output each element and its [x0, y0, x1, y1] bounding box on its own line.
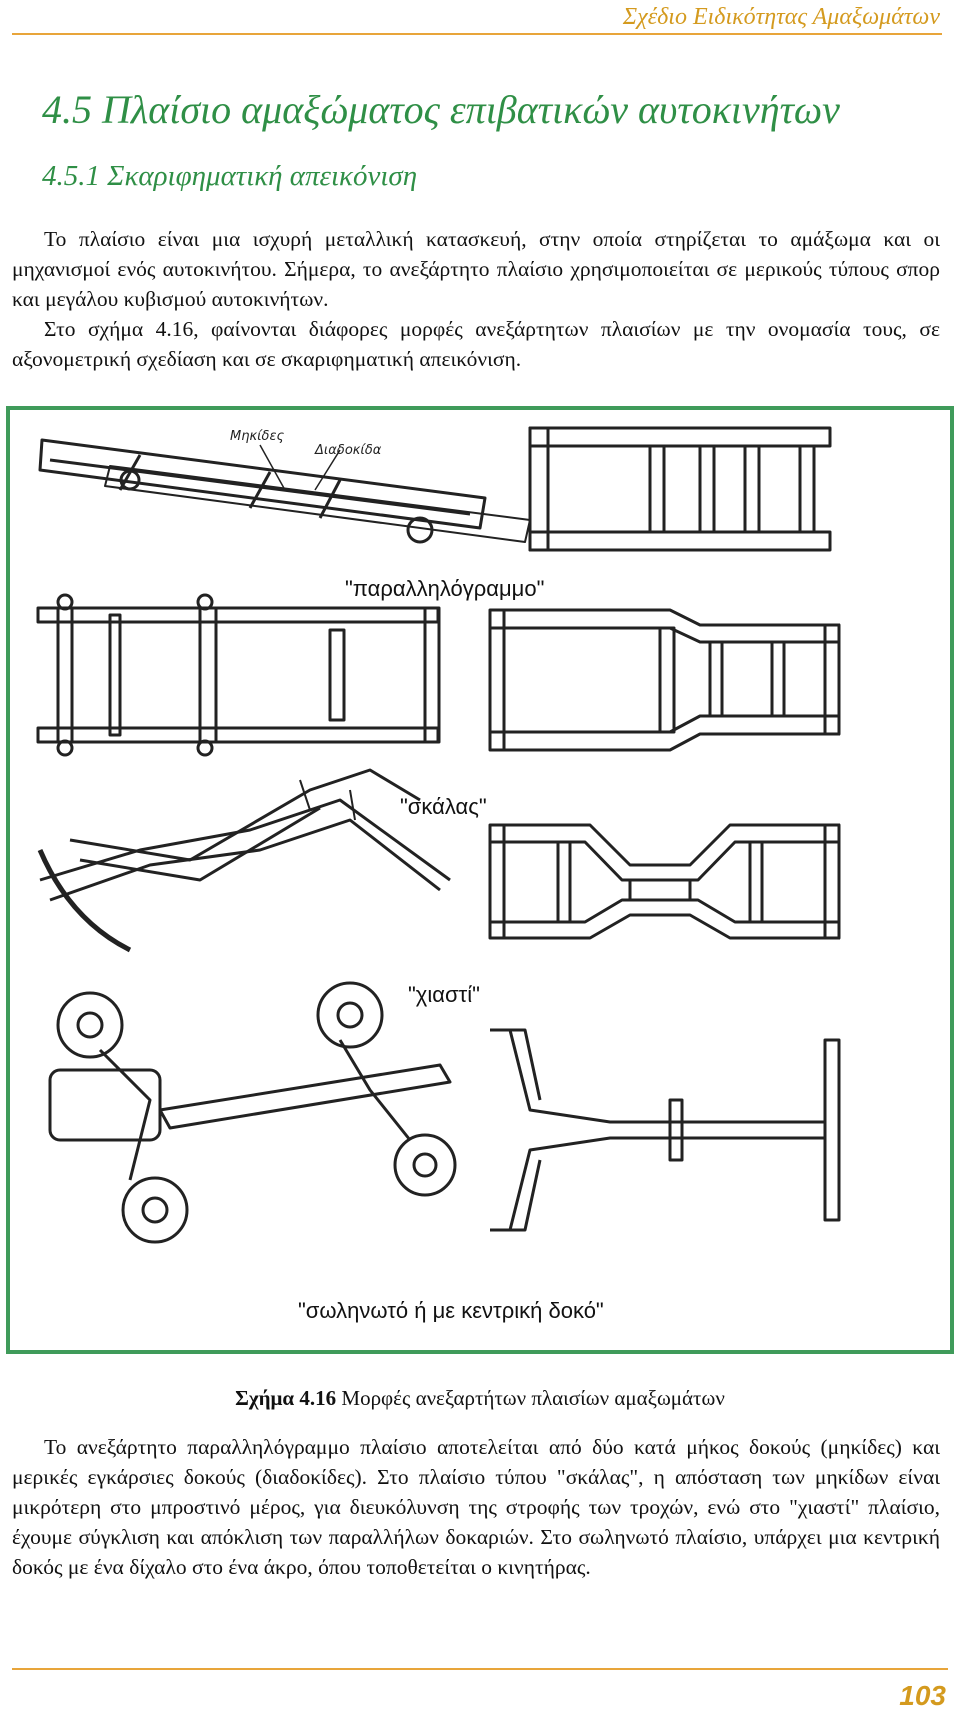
page-number: 103: [899, 1680, 946, 1711]
parallelogram-axonometric-drawing: [38, 438, 531, 544]
figure-frame-types: Μηκίδες Διαδοκίδα: [6, 406, 954, 1354]
ladder-axonometric-drawing: [36, 593, 441, 757]
caption-number: Σχήμα 4.16: [235, 1386, 337, 1410]
footer-rule: [12, 1668, 948, 1670]
x-frame-schematic: [488, 823, 841, 940]
section-heading: 4.5 Πλαίσιο αμαξώματος επιβατικών αυτοκι…: [42, 87, 840, 132]
tubular-schematic: [490, 1028, 841, 1232]
tubular-axonometric-drawing: [48, 981, 457, 1244]
label-parallelogram: "παραλληλόγραμμο": [345, 576, 545, 601]
running-header: Σχέδιο Ειδικότητας Αμαξωμάτων: [622, 4, 940, 30]
paragraph-intro: Το πλαίσιο είναι μια ισχυρή μεταλλική κα…: [12, 227, 940, 311]
frame-drawings: Μηκίδες Διαδοκίδα: [36, 426, 841, 1244]
paragraph-figure-ref: Στο σχήμα 4.16, φαίνονται διάφορες μορφέ…: [12, 317, 940, 371]
ladder-schematic: [488, 608, 841, 752]
callout-longitudinal: Μηκίδες: [230, 429, 284, 444]
callout-cross: Διαδοκίδα: [314, 443, 382, 458]
label-tubular: "σωληνωτό ή με κεντρική δοκό": [298, 1298, 604, 1323]
label-x-frame: "χιαστί": [408, 982, 480, 1007]
caption-text: Μορφές ανεξαρτήτων πλαισίων αμαξωμάτων: [341, 1386, 725, 1410]
label-ladder: "σκάλας": [400, 794, 487, 819]
header-rule: [12, 33, 942, 35]
figure-caption: Σχήμα 4.16 Μορφές ανεξαρτήτων πλαισίων α…: [0, 1386, 960, 1411]
subsection-heading: 4.5.1 Σκαριφηματική απεικόνιση: [42, 160, 418, 192]
parallelogram-schematic: [528, 426, 832, 552]
x-frame-axonometric-drawing: [37, 768, 451, 953]
paragraph-explanation: Το ανεξάρτητο παραλληλόγραμμο πλαίσιο απ…: [12, 1435, 940, 1579]
